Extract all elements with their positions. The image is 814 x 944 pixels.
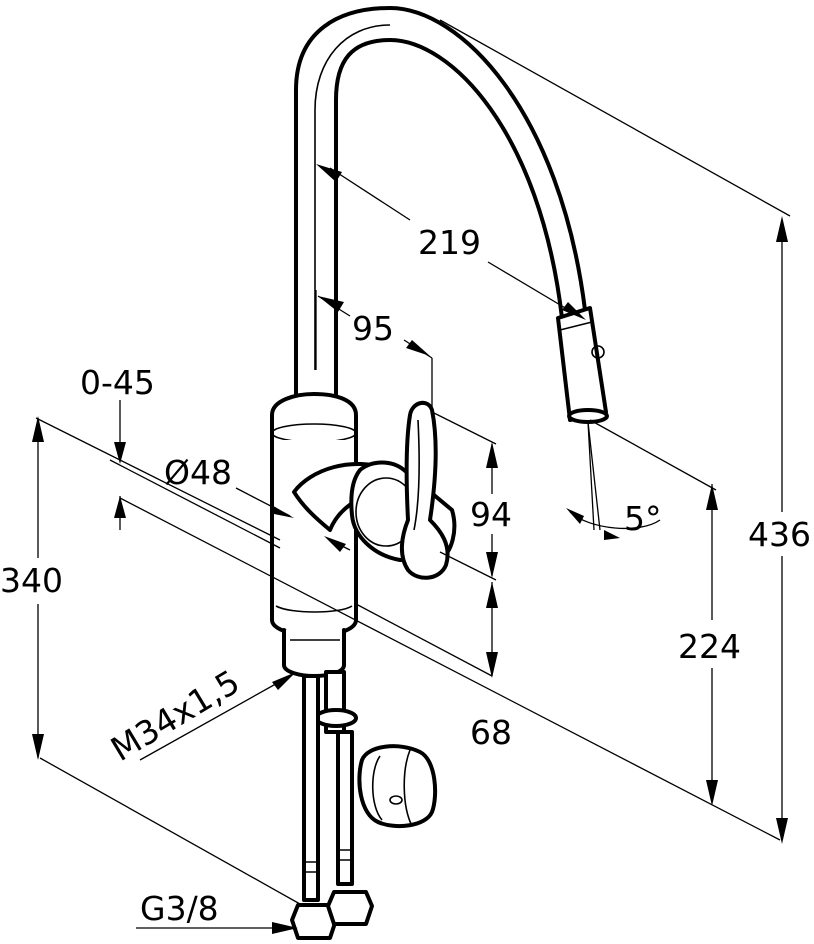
label-body-diameter: Ø48 — [164, 453, 232, 492]
label-body-height: 340 — [0, 561, 63, 600]
mounting-thread — [282, 628, 346, 678]
label-outlet-height: 224 — [678, 627, 741, 666]
lever-handle — [400, 400, 450, 580]
label-spout-reach: 219 — [418, 223, 481, 262]
label-spray-angle: 5° — [624, 499, 662, 538]
label-total-height: 436 — [748, 515, 811, 554]
label-lever-height: 94 — [470, 495, 512, 534]
mounting-clip — [357, 744, 438, 829]
hose-left — [302, 674, 320, 902]
spout-tube — [294, 6, 587, 407]
hose-nut-right — [326, 890, 374, 926]
label-hose-connection: G3/8 — [140, 889, 219, 928]
faucet-illustration — [270, 6, 609, 940]
dimension-lines — [32, 19, 791, 934]
label-lever-offset: 95 — [352, 309, 394, 348]
label-thread: M34x1,5 — [104, 662, 246, 769]
label-lever-base-height: 68 — [470, 713, 512, 752]
hose-right — [336, 730, 354, 886]
label-swivel-range: 0-45 — [80, 363, 155, 402]
